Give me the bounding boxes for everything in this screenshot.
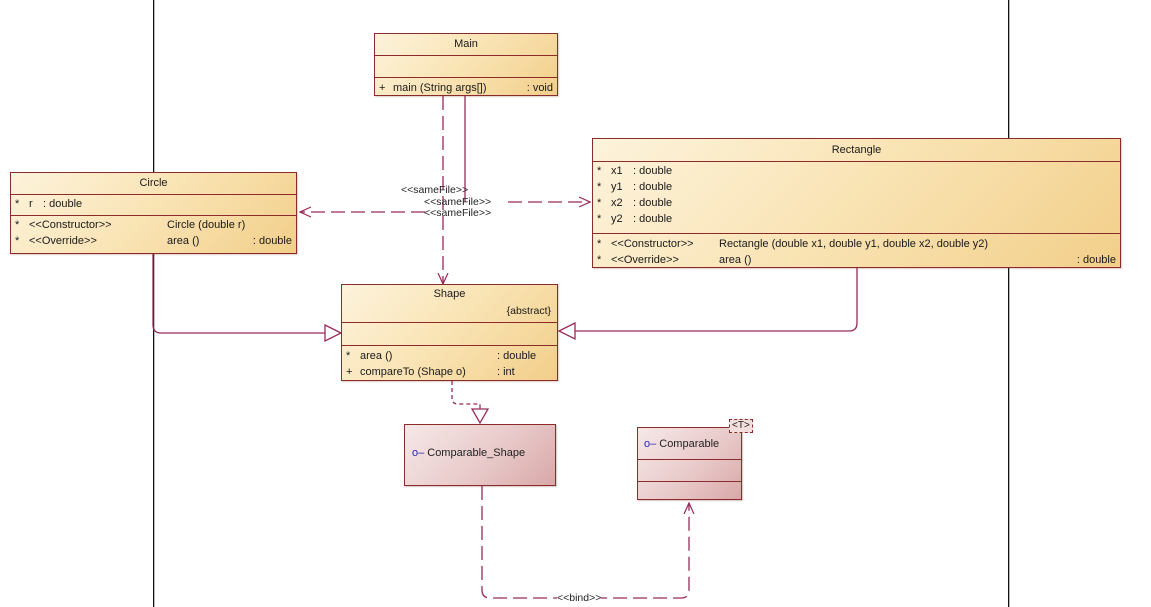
- visibility: *: [15, 198, 20, 210]
- realization-shape-comparable-shape[interactable]: [451, 381, 481, 409]
- bind-label: <<bind>>: [557, 592, 602, 604]
- attribute-row[interactable]: * r : double: [11, 196, 296, 212]
- operation-row[interactable]: * <<Override>> area () : double: [11, 233, 296, 249]
- interface-comparable-shape[interactable]: o– Comparable_Shape: [404, 424, 556, 486]
- operation-type: [245, 217, 296, 233]
- operation-name: Rectangle (double x1, double y1, double …: [719, 238, 989, 250]
- realization-arrowhead: [470, 408, 490, 425]
- attribute-row[interactable]: * y1 : double: [593, 179, 1120, 195]
- operation-name: main (String args[]): [393, 82, 487, 94]
- class-shape-operations: * area () : double + compareTo (Shape o)…: [342, 346, 557, 380]
- operation-type: : void: [526, 82, 553, 94]
- visibility: *: [597, 165, 602, 177]
- visibility: *: [597, 197, 602, 209]
- interface-label: o– Comparable_Shape: [412, 447, 525, 459]
- bind-connector[interactable]: [481, 486, 689, 599]
- generalization-rectangle-shape[interactable]: [575, 268, 858, 332]
- visibility: *: [15, 235, 20, 247]
- visibility: *: [597, 181, 602, 193]
- class-circle-header: Circle: [11, 173, 296, 195]
- swimlane-divider-left: [153, 0, 154, 607]
- class-name: Rectangle: [831, 144, 882, 156]
- attribute-name: r: [29, 198, 33, 210]
- visibility: *: [597, 238, 602, 250]
- attribute-row[interactable]: * x1 : double: [593, 163, 1120, 179]
- class-main-operations: + main (String args[]) : void: [375, 78, 557, 96]
- class-rectangle-attributes: * x1 : double * y1 : double * x2 : doubl…: [593, 162, 1120, 234]
- visibility: +: [379, 82, 386, 94]
- lollipop-interface-icon: o–: [412, 447, 425, 459]
- operation-name: Circle (double r): [167, 219, 246, 231]
- operation-row[interactable]: * <<Constructor>> Rectangle (double x1, …: [593, 236, 1120, 252]
- interface-comparable[interactable]: o– Comparable: [637, 427, 742, 500]
- operation-type: : double: [497, 350, 537, 362]
- class-rectangle-operations: * <<Constructor>> Rectangle (double x1, …: [593, 234, 1120, 268]
- generalization-arrowhead-rectangle: [557, 321, 576, 341]
- samefile-label-2: <<sameFile>>: [424, 196, 492, 208]
- visibility: *: [15, 219, 20, 231]
- generalization-circle-shape[interactable]: [152, 254, 325, 334]
- class-name: Circle: [139, 177, 168, 189]
- operation-type: [988, 236, 1120, 252]
- operation-name: area (): [360, 350, 393, 362]
- interface-name: Comparable: [659, 437, 720, 450]
- visibility: *: [597, 254, 602, 266]
- class-main-attributes: [375, 56, 557, 78]
- class-circle[interactable]: Circle * r : double * <<Constructor>> Ci…: [10, 172, 297, 254]
- samefile-label-3: <<sameFile>>: [424, 207, 492, 219]
- class-main[interactable]: Main + main (String args[]) : void: [374, 33, 558, 96]
- attribute-type: : double: [43, 198, 83, 210]
- interface-label: o– Comparable: [638, 428, 741, 460]
- class-rectangle-header: Rectangle: [593, 139, 1120, 162]
- class-name: Main: [454, 38, 478, 50]
- operation-type: : int: [497, 366, 515, 378]
- operation-type: : double: [252, 235, 292, 247]
- operation-row[interactable]: * <<Constructor>> Circle (double r): [11, 217, 296, 233]
- class-circle-attributes: * r : double: [11, 195, 296, 216]
- attribute-name: y1: [611, 181, 623, 193]
- interface-comparable-attributes: [638, 460, 741, 482]
- attribute-type: : double: [633, 213, 673, 225]
- operation-row[interactable]: * area () : double: [342, 348, 557, 364]
- class-main-header: Main: [375, 34, 557, 56]
- attribute-name: x2: [611, 197, 623, 209]
- samefile-label-1: <<sameFile>>: [401, 184, 469, 196]
- operation-name: compareTo (Shape o): [360, 366, 466, 378]
- class-shape-attributes: [342, 323, 557, 346]
- generalization-arrowhead-circle: [324, 323, 343, 343]
- class-name: Shape: [433, 288, 466, 300]
- lollipop-interface-icon: o–: [644, 437, 657, 450]
- visibility: +: [346, 366, 353, 378]
- operation-row[interactable]: + main (String args[]) : void: [375, 80, 557, 96]
- visibility: *: [597, 213, 602, 225]
- operation-row[interactable]: + compareTo (Shape o) : int: [342, 364, 557, 380]
- attribute-name: y2: [611, 213, 623, 225]
- operation-stereotype: <<Override>>: [29, 235, 97, 247]
- class-shape-header: Shape {abstract}: [342, 285, 557, 323]
- swimlane-divider-right: [1008, 0, 1009, 607]
- operation-row[interactable]: * <<Override>> area () : double: [593, 252, 1120, 268]
- interface-name: Comparable_Shape: [427, 447, 526, 459]
- abstract-modifier: {abstract}: [506, 305, 551, 317]
- attribute-row[interactable]: * x2 : double: [593, 195, 1120, 211]
- attribute-type: : double: [633, 165, 673, 177]
- attribute-row[interactable]: * y2 : double: [593, 211, 1120, 227]
- operation-name: area (): [719, 254, 752, 266]
- class-rectangle[interactable]: Rectangle * x1 : double * y1 : double * …: [592, 138, 1121, 268]
- attribute-name: x1: [611, 165, 623, 177]
- attribute-type: : double: [633, 197, 673, 209]
- class-circle-operations: * <<Constructor>> Circle (double r) * <<…: [11, 216, 296, 249]
- operation-type: : double: [1076, 254, 1116, 266]
- operation-stereotype: <<Override>>: [611, 254, 679, 266]
- class-shape[interactable]: Shape {abstract} * area () : double + co…: [341, 284, 558, 381]
- attribute-type: : double: [633, 181, 673, 193]
- visibility: *: [346, 350, 351, 362]
- operation-stereotype: <<Constructor>>: [611, 238, 694, 250]
- template-parameter: <T>: [729, 419, 753, 433]
- operation-stereotype: <<Constructor>>: [29, 219, 112, 231]
- operation-name: area (): [167, 235, 200, 247]
